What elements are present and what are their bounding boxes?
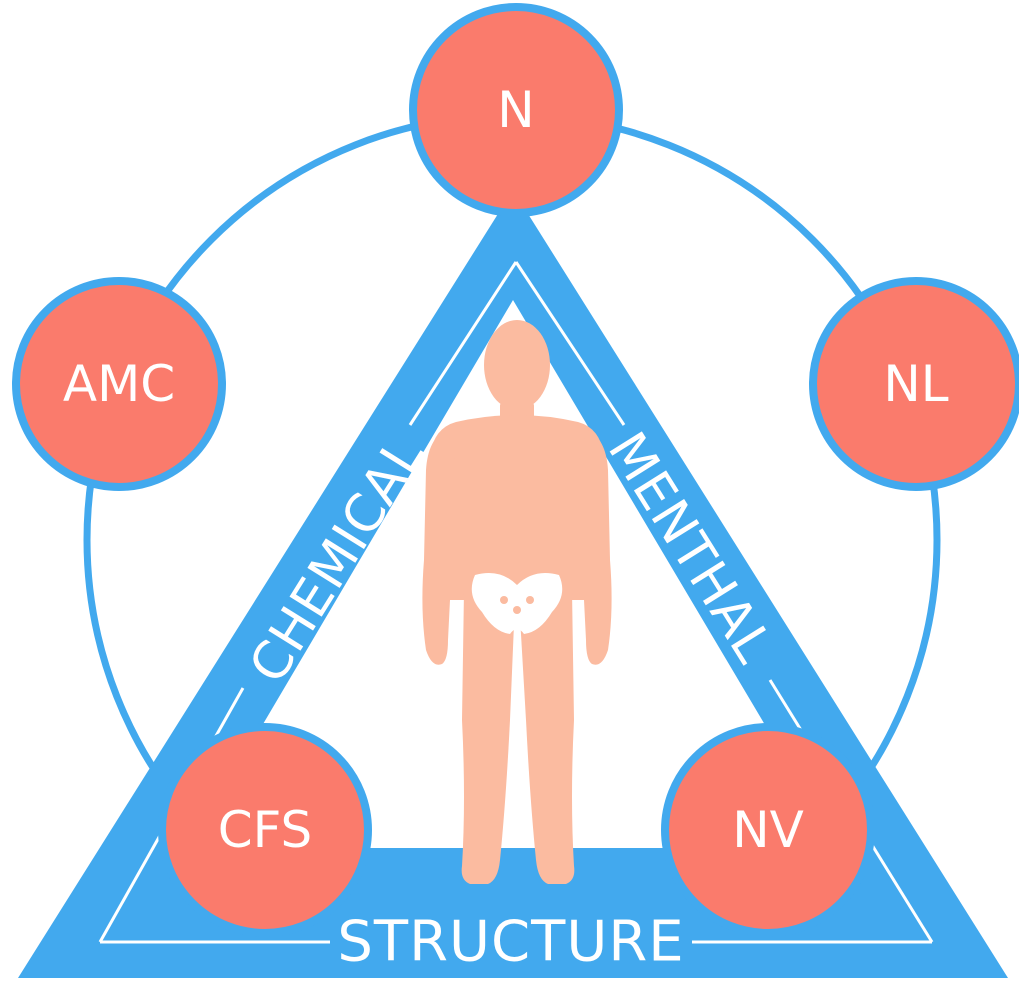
- node-cfs: CFS: [162, 727, 368, 933]
- chemical-label: CHEMICAL: [238, 427, 436, 694]
- node-cfs-label: CFS: [218, 801, 313, 859]
- node-amc-label: AMC: [63, 355, 175, 413]
- menthal-label: MENTHAL: [596, 422, 784, 673]
- node-nv-label: NV: [732, 801, 804, 859]
- structure-label: STRUCTURE: [337, 910, 684, 975]
- node-amc: AMC: [16, 281, 222, 487]
- node-n: N: [413, 7, 619, 213]
- node-nl: NL: [813, 281, 1019, 487]
- node-nl-label: NL: [883, 355, 948, 413]
- node-nv: NV: [665, 727, 871, 933]
- node-n-label: N: [497, 81, 534, 139]
